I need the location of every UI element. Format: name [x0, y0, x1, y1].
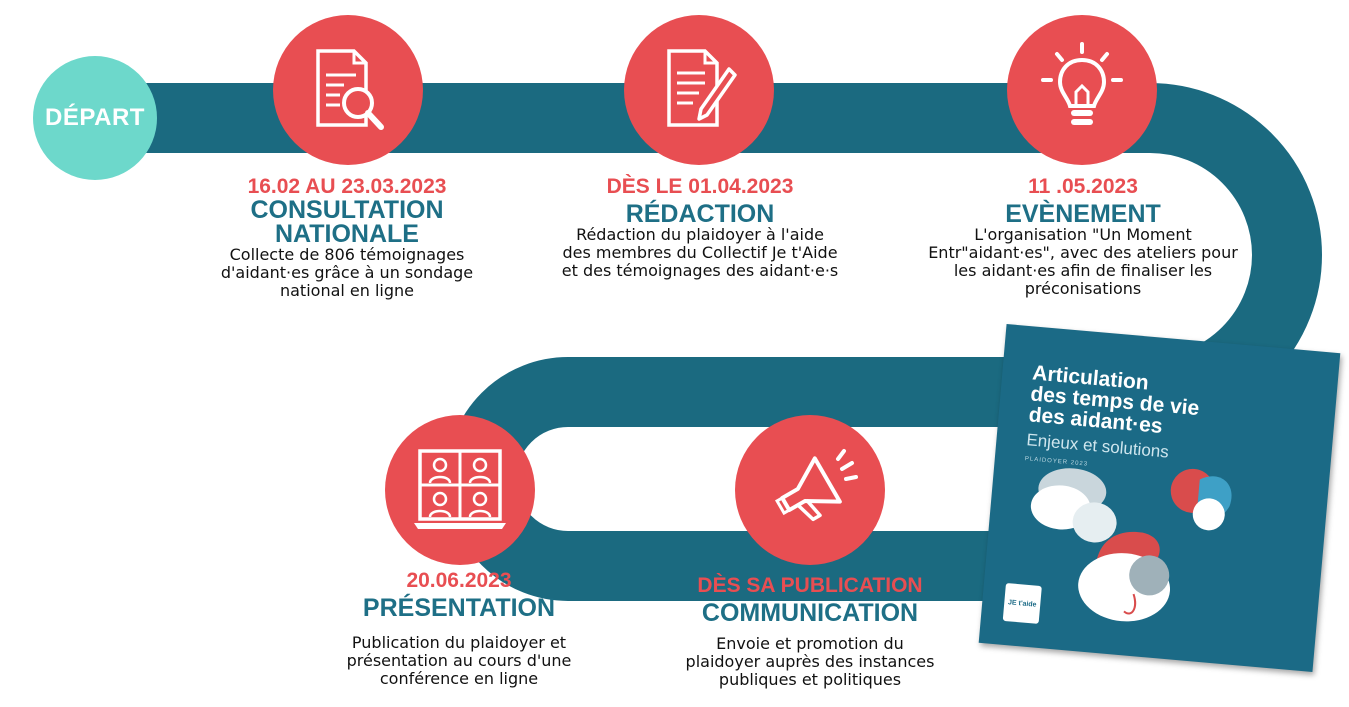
document-search-icon	[316, 49, 384, 130]
cover-illustration	[1030, 468, 1232, 622]
step-communication: DÈS SA PUBLICATION COMMUNICATION Envoie …	[655, 575, 965, 689]
step-date: 16.02 AU 23.03.2023	[247, 175, 447, 198]
step-description: Collecte de 806 témoignages	[229, 245, 465, 264]
step-presentation: 20.06.2023 PRÉSENTATION Publication du p…	[300, 570, 618, 688]
step-description: et des témoignages des aidant·e·s	[561, 261, 839, 280]
step-date: DÈS SA PUBLICATION	[697, 574, 923, 597]
step-description: publiques et politiques	[718, 670, 902, 689]
step-consultation: 16.02 AU 23.03.2023 CONSULTATION NATIONA…	[185, 176, 509, 300]
step-title: PRÉSENTATION	[362, 594, 556, 622]
step-description: préconisations	[1024, 279, 1142, 298]
step-evenement-circle	[1007, 15, 1157, 165]
step-description: d'aidant·es grâce à un sondage	[220, 263, 474, 282]
step-title: COMMUNICATION	[701, 599, 919, 627]
step-description: Rédaction du plaidoyer à l'aide	[576, 225, 824, 244]
step-title: CONSULTATION	[250, 196, 444, 224]
step-description: L'organisation "Un Moment	[974, 225, 1192, 244]
video-conference-icon	[414, 449, 506, 529]
step-consultation-circle	[273, 15, 423, 165]
step-communication-circle	[735, 415, 885, 565]
lightbulb-icon	[1041, 42, 1123, 125]
step-description: des membres du Collectif Je t'Aide	[562, 243, 838, 262]
start-label: DÉPART	[45, 104, 145, 131]
je-taide-logo: JE t'aide	[1002, 582, 1042, 624]
step-description: présentation au cours d'une	[346, 651, 572, 670]
step-description: les aidant·es afin de finaliser les	[953, 261, 1213, 280]
logo-text: JE t'aide	[1007, 598, 1037, 609]
step-title: RÉDACTION	[625, 200, 775, 228]
plaidoyer-cover-image: Articulation des temps de vie des aidant…	[978, 324, 1341, 672]
step-date: DÈS LE 01.04.2023	[606, 175, 794, 198]
step-redaction-circle	[624, 15, 774, 165]
step-presentation-circle	[385, 415, 535, 565]
step-date: 11 .05.2023	[1028, 175, 1138, 198]
step-evenement: 11 .05.2023 EVÈNEMENT L'organisation "Un…	[882, 176, 1284, 298]
step-description: plaidoyer auprès des instances	[685, 652, 935, 671]
step-redaction: DÈS LE 01.04.2023 RÉDACTION Rédaction du…	[530, 176, 870, 280]
document-pen-icon	[667, 49, 737, 127]
step-description: Envoie et promotion du	[716, 634, 904, 653]
step-description: conférence en ligne	[379, 669, 539, 688]
step-date: 20.06.2023	[406, 569, 512, 592]
start-badge: DÉPART	[33, 56, 157, 180]
step-title: EVÈNEMENT	[1005, 200, 1161, 228]
step-description: Entr"aidant·es", avec des ateliers pour	[928, 243, 1238, 262]
step-description: Publication du plaidoyer et	[351, 633, 567, 652]
step-title: NATIONALE	[275, 220, 419, 248]
megaphone-icon	[775, 449, 858, 522]
step-description: national en ligne	[279, 281, 415, 300]
